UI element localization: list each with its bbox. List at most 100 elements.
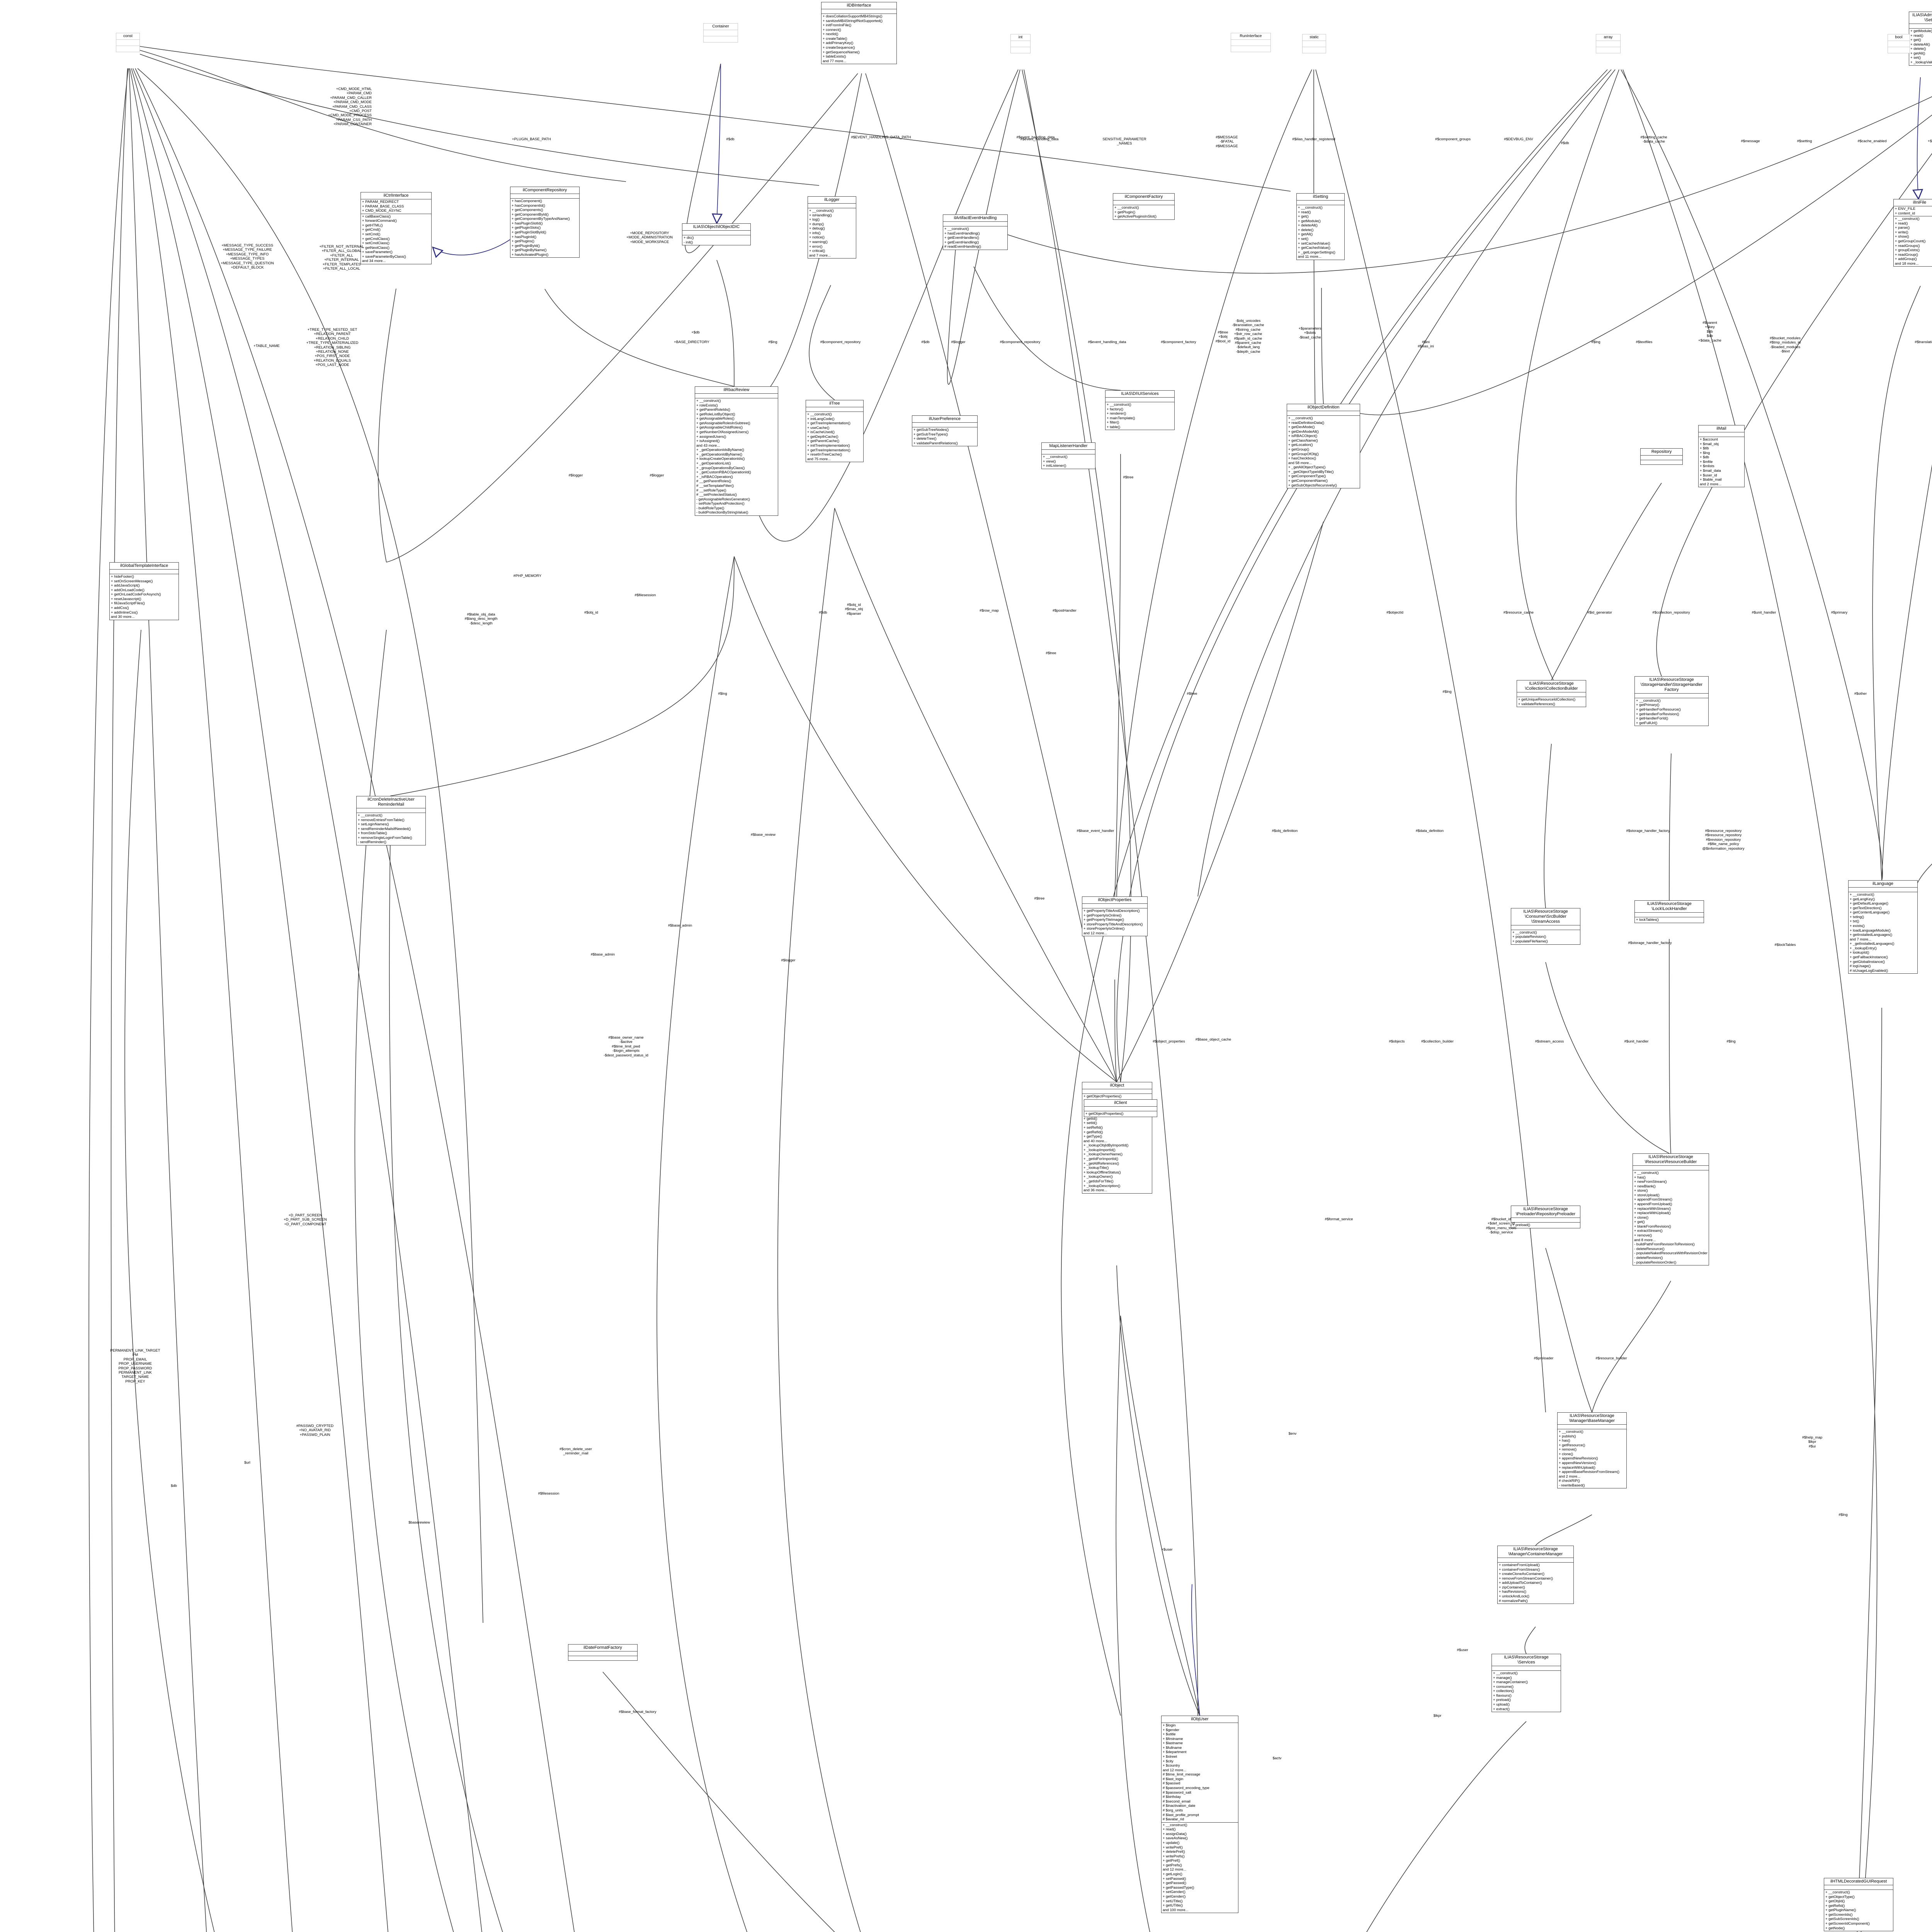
operation-line: + getPropertyIsOnline() — [1083, 913, 1122, 918]
operation-line: + getPluginSlots() — [512, 226, 541, 230]
class-node[interactable]: ILIAS\ResourceStorage \Resource\Resource… — [1633, 1153, 1709, 1266]
class-node[interactable]: ilComponentFactory+ __construct()+ getPl… — [1113, 193, 1175, 220]
operation-line: + __construct() — [1895, 217, 1920, 221]
type-node[interactable]: array — [1596, 34, 1621, 53]
operation-line: + getSequenceName() — [823, 50, 860, 54]
type-node[interactable]: static — [1302, 34, 1326, 53]
class-node[interactable]: ilSetting+ __construct()+ read()+ get()+… — [1296, 193, 1345, 260]
class-node[interactable]: ILIAS\ResourceStorage \Services+ __const… — [1492, 1654, 1561, 1713]
class-node-title: ilClient — [1084, 1100, 1157, 1107]
class-node-attributes — [808, 204, 856, 208]
operation-line: + nextId() — [823, 32, 838, 37]
class-node[interactable]: ilCronDeleteInactiveUser ReminderMail+ _… — [356, 796, 426, 845]
class-node[interactable]: ilLanguage+ __construct()+ getLangKey()+… — [1848, 880, 1918, 974]
class-node[interactable]: ilHTMLDecoratedGUIRequest+ __construct()… — [1824, 1878, 1893, 1932]
attribute-line: # $password_encoding_type — [1163, 1786, 1209, 1791]
operation-line: + getAssignableRolesInSubtree() — [696, 421, 750, 425]
class-node[interactable]: ILIAS\DI\UIServices+ __construct()+ fact… — [1105, 390, 1175, 430]
operation-line: + clone() — [1634, 1215, 1649, 1220]
edge-label: #$objects — [1389, 1039, 1405, 1044]
operation-line: + $db — [1700, 455, 1709, 460]
operation-line: + hasEventHandling() — [944, 231, 980, 236]
operation-line: + getOnLoadCodeForAsynch() — [111, 592, 161, 597]
class-node[interactable]: ILIAS\ResourceStorage \Manager\Container… — [1497, 1546, 1574, 1604]
class-node[interactable]: ILIAS\ResourceStorage \Collection\Collec… — [1517, 680, 1586, 707]
class-node[interactable]: ilGlobalTemplateInterface+ hideFooter()+… — [109, 562, 179, 620]
type-node[interactable]: RunInterface — [1231, 33, 1271, 52]
class-node[interactable]: ILIAS\ResourceStorage \Preloader\Reposit… — [1511, 1206, 1580, 1228]
operation-line: + setOnScreenMessage() — [111, 579, 153, 583]
operation-line: + deleteTree() — [913, 437, 937, 441]
operation-line: + log() — [809, 218, 820, 222]
class-node[interactable]: ilUserPreference+ getSubTreeNodes()+ get… — [912, 415, 978, 447]
edge-label: #$textfiles — [1636, 340, 1653, 344]
edge-label: $lkpr — [1433, 1714, 1442, 1718]
class-node[interactable]: ilObject+ getObjectProperties()+ flushOb… — [1082, 1082, 1152, 1194]
class-node[interactable]: ilDBInterface+ doesCollationSupportMB4St… — [821, 2, 897, 65]
operation-line: + createTable() — [823, 36, 847, 41]
class-node[interactable]: Repository — [1640, 448, 1683, 465]
operation-line: + getEventHandling() — [944, 240, 979, 245]
operation-line: + _getInstalledLanguages() — [1850, 942, 1895, 946]
class-node[interactable]: ILIAS\Object\ilObjectDIC+ dic()- init() — [682, 223, 751, 246]
operation-line: + deletePref() — [1163, 1850, 1185, 1854]
edge-label: $actv — [1272, 1756, 1282, 1760]
class-node[interactable]: ilDateFormatFactory — [568, 1644, 638, 1661]
edge-label: #$setting_cache -$data_cache — [1640, 135, 1667, 144]
class-node[interactable]: ILIAS\Administration \Setting+ getModule… — [1909, 12, 1932, 66]
class-node[interactable]: ILIAS\ResourceStorage \StorageHandler\St… — [1634, 676, 1709, 726]
operation-line: + dump() — [809, 222, 824, 226]
type-node[interactable]: int — [1010, 34, 1031, 53]
class-node-title: ILIAS\ResourceStorage \Collection\Collec… — [1517, 680, 1586, 692]
operation-line: + getRefId() — [1825, 1903, 1845, 1908]
class-node[interactable]: ilObjUser+ $login+ $gender+ $utitle+ $fi… — [1161, 1716, 1238, 1913]
edge-label: #$filesession — [538, 1492, 560, 1496]
class-node-attributes — [1641, 456, 1682, 460]
operation-line: + validateReferences() — [1518, 702, 1555, 706]
operation-line: + _getAllReferences() — [1083, 1161, 1119, 1166]
class-node[interactable]: ilComponentRepository+ hasComponent()+ h… — [510, 187, 580, 258]
type-node[interactable]: bool — [1888, 34, 1910, 53]
class-node[interactable]: MapListenerHandler+ __construct()+ view(… — [1041, 442, 1095, 469]
class-node-operations: + hasComponent()+ hasComponentId()+ getC… — [510, 199, 579, 258]
attribute-line: # $birthday — [1163, 1795, 1181, 1799]
attribute-line: + $city — [1163, 1759, 1173, 1764]
class-node[interactable]: ilObjectDefinition+ __construct()+ readD… — [1287, 404, 1360, 489]
type-node[interactable]: const — [116, 33, 140, 52]
class-node[interactable]: ILIAS\ResourceStorage \Consumer\SrcBuild… — [1511, 908, 1580, 945]
operation-line: + _getAllObjectTypes() — [1288, 465, 1326, 470]
operation-line: + collection() — [1493, 1689, 1514, 1694]
edge-label: #$lng — [718, 692, 727, 696]
class-node[interactable]: ilClient+ getObjectProperties() — [1084, 1099, 1157, 1117]
operation-line: + sendReminderMailsIfNeeded() — [358, 827, 411, 831]
operation-line: + getParentRoleIds() — [696, 408, 730, 412]
operation-line: + _getCustomRBACOperationId() — [696, 470, 751, 475]
class-node[interactable]: ilRbacReview+ __construct()+ roleExists(… — [695, 386, 778, 516]
operation-line: + getAssignableRoles() — [696, 417, 735, 421]
class-node-title: ilDBInterface — [821, 2, 896, 9]
type-node-attributes — [1888, 41, 1910, 47]
edge-label: #$logger — [951, 340, 966, 344]
class-node[interactable]: ILIAS\ResourceStorage \Lock\LockHandler+… — [1634, 900, 1704, 923]
class-node[interactable]: ilCtrlInterface+ PARAM_REDIRECT+ PARAM_B… — [361, 192, 432, 265]
operation-line: + roleExists() — [696, 403, 718, 408]
class-node[interactable]: ilTree+ __construct()+ initLangCode()+ g… — [806, 400, 864, 463]
class-node-operations: + __construct()+ getPrimary()+ getHandle… — [1635, 698, 1708, 726]
class-node-attributes — [1699, 432, 1744, 437]
class-node[interactable]: ilIniFile+ ENV_FILE+ content_id+ __const… — [1893, 199, 1932, 267]
operation-line: + __construct() — [1634, 1170, 1659, 1175]
operation-line: + addPrimaryKey() — [823, 41, 854, 46]
operation-line: + setCmdClass() — [362, 241, 389, 246]
operation-line: + __construct() — [1114, 205, 1139, 210]
operation-line: + read() — [1895, 221, 1908, 226]
class-node[interactable]: ilObjectProperties+ getPropertyTitleAndD… — [1082, 896, 1148, 937]
operation-line: + getComponentById() — [512, 212, 549, 217]
operation-line: and 36 more... — [1083, 1188, 1107, 1193]
class-node[interactable]: ilArtifactEventHandling+ __construct()+ … — [943, 214, 1008, 250]
type-node[interactable]: Container — [703, 23, 738, 43]
class-node[interactable]: ilMail+ $account+ $mail_obj+ $tlb+ $lng+… — [1698, 425, 1745, 488]
type-node-attributes — [116, 40, 139, 46]
class-node[interactable]: ILIAS\ResourceStorage \Manager\BaseManag… — [1557, 1412, 1627, 1489]
class-node[interactable]: ilLogger+ __construct()+ isHandling()+ l… — [808, 196, 856, 259]
edge-label: #$stream_access — [1535, 1039, 1564, 1044]
